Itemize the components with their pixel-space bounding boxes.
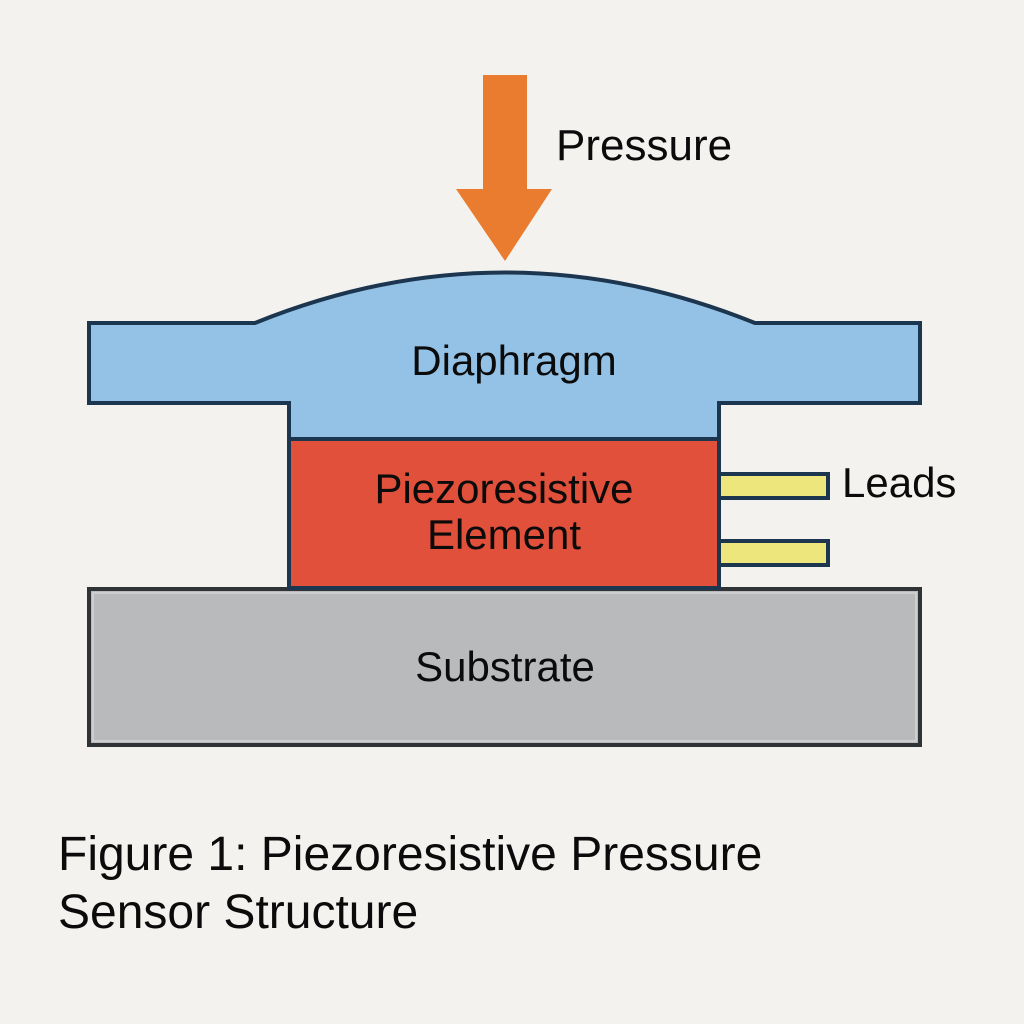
pressure-arrow-head: [456, 189, 552, 261]
leads-label: Leads: [842, 459, 957, 506]
leads: [717, 472, 830, 567]
piezo-label-line2: Element: [426, 511, 582, 559]
substrate-label: Substrate: [415, 643, 595, 690]
lead-top: [717, 472, 830, 500]
substrate-highlight: [92, 592, 917, 742]
piezoresistive-element-label: Piezoresistive Element: [290, 465, 718, 559]
diaphragm-label: Diaphragm: [411, 337, 617, 384]
piezo-label-line1: Piezoresistive: [374, 465, 634, 512]
substrate-block: [87, 587, 922, 747]
figure-caption: Figure 1: Piezoresistive Pressure Sensor…: [58, 826, 762, 941]
lead-bottom: [717, 539, 830, 567]
caption-line-1: Figure 1: Piezoresistive Pressure: [58, 828, 763, 881]
pressure-label: Pressure: [556, 121, 733, 170]
pressure-arrow-icon: [456, 75, 552, 261]
pressure-arrow-shaft: [483, 75, 527, 190]
diaphragm-block: [87, 270, 922, 441]
caption-line-2: Sensor Structure: [58, 885, 419, 939]
